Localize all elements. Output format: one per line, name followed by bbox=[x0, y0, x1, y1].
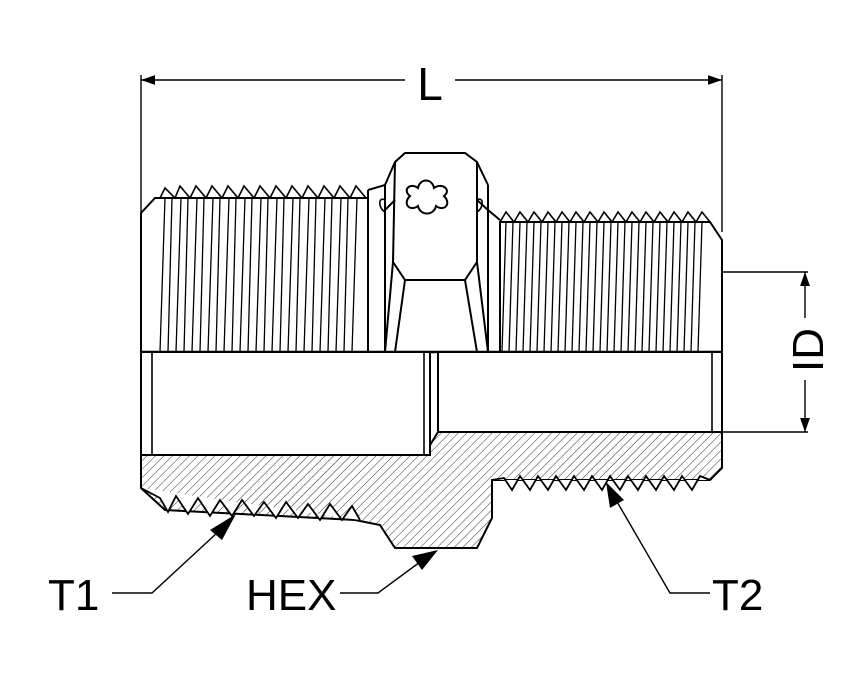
hex-notch-right bbox=[476, 198, 484, 213]
id-label: ID bbox=[784, 328, 833, 372]
fitting-lower-half bbox=[140, 351, 723, 549]
t2-leader: T2 bbox=[606, 482, 763, 620]
thread-1-outline bbox=[140, 197, 369, 352]
clover-mark-icon bbox=[405, 179, 449, 215]
bore-left bbox=[140, 351, 431, 456]
id-dimension: ID bbox=[722, 271, 833, 433]
hex-right-flank bbox=[487, 185, 501, 352]
hex-edges bbox=[384, 161, 489, 211]
thread-2-crests bbox=[499, 210, 711, 224]
thread-1-section-teeth bbox=[140, 487, 361, 522]
length-dimension: L bbox=[140, 55, 723, 232]
length-label-bg bbox=[405, 55, 455, 105]
length-label: L bbox=[417, 58, 443, 110]
hex-leader: HEX bbox=[246, 550, 438, 620]
bore-right bbox=[437, 351, 723, 433]
t2-label: T2 bbox=[712, 571, 763, 620]
thread-1-crests bbox=[159, 184, 367, 200]
hex-label: HEX bbox=[246, 571, 336, 620]
id-label-bg bbox=[782, 318, 828, 380]
fitting-upper-half bbox=[140, 152, 723, 353]
t1-label: T1 bbox=[48, 571, 99, 620]
hex-notch-left bbox=[378, 198, 386, 213]
thread-2-lines bbox=[501, 221, 703, 353]
hex-nut-face bbox=[391, 152, 478, 281]
hex-chamfer-lines bbox=[384, 261, 489, 353]
t1-leader: T1 bbox=[48, 514, 236, 620]
thread-1-lines bbox=[159, 197, 358, 353]
thread-2-section-teeth bbox=[491, 474, 711, 492]
